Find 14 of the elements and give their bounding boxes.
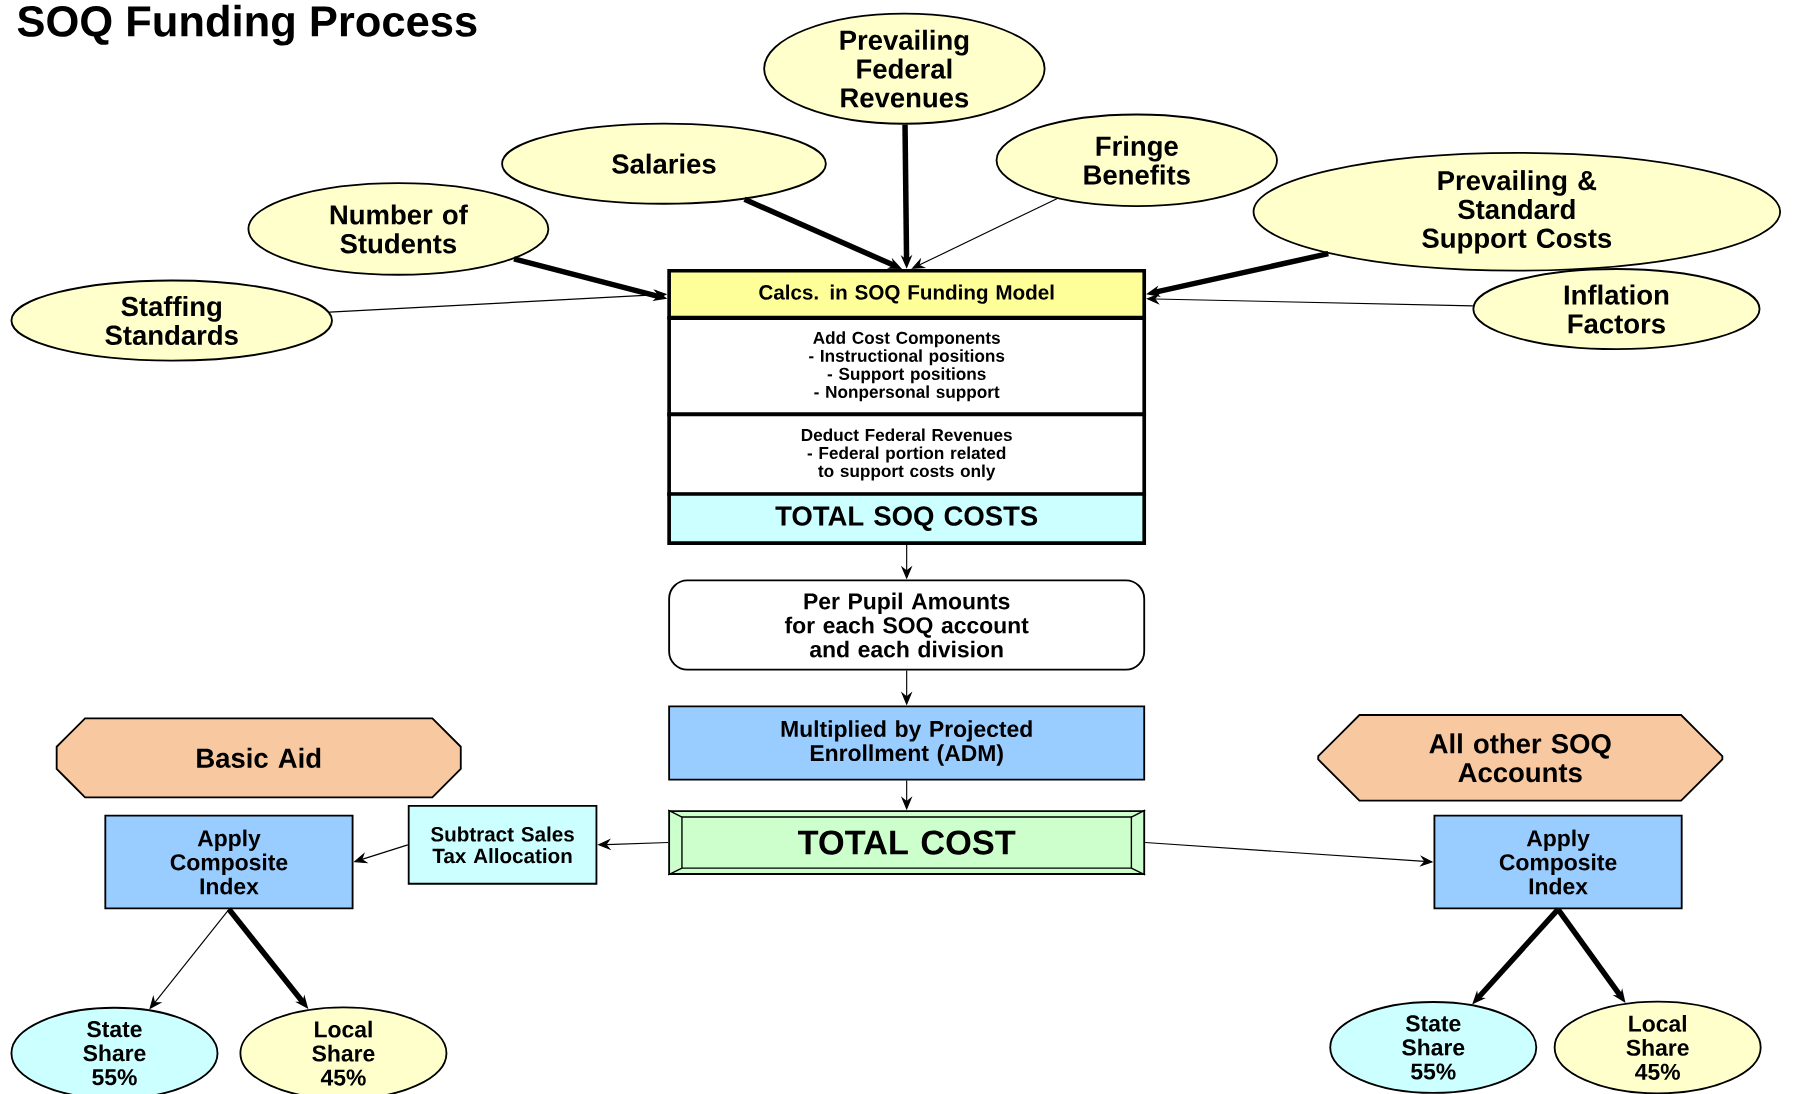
- rounded-box: Per Pupil Amounts for each SOQ account and each division: [668, 579, 1146, 671]
- process-box: Apply Composite Index: [104, 814, 354, 910]
- process-box: Multiplied by Projected Enrollment (ADM): [668, 705, 1146, 781]
- arrow: [1146, 293, 1474, 307]
- category-octagon: All other SOQ Accounts: [1317, 713, 1724, 802]
- category-octagon: Basic Aid: [55, 717, 462, 799]
- total-box: TOTAL COST: [667, 809, 1146, 876]
- process-box: Deduct Federal Revenues - Federal portion related to support costs only: [667, 412, 1147, 497]
- process-box: Subtract Sales Tax Allocation: [407, 804, 598, 885]
- process-box: Apply Composite Index: [1433, 814, 1683, 910]
- process-box: Calcs. in SOQ Funding Model: [667, 268, 1147, 320]
- process-box: TOTAL SOQ COSTS: [667, 491, 1147, 545]
- title: SOQ Funding Process: [17, 4, 477, 46]
- process-box: Add Cost Components - Instructional positions - Support positions - Nonpersonal support: [667, 316, 1147, 417]
